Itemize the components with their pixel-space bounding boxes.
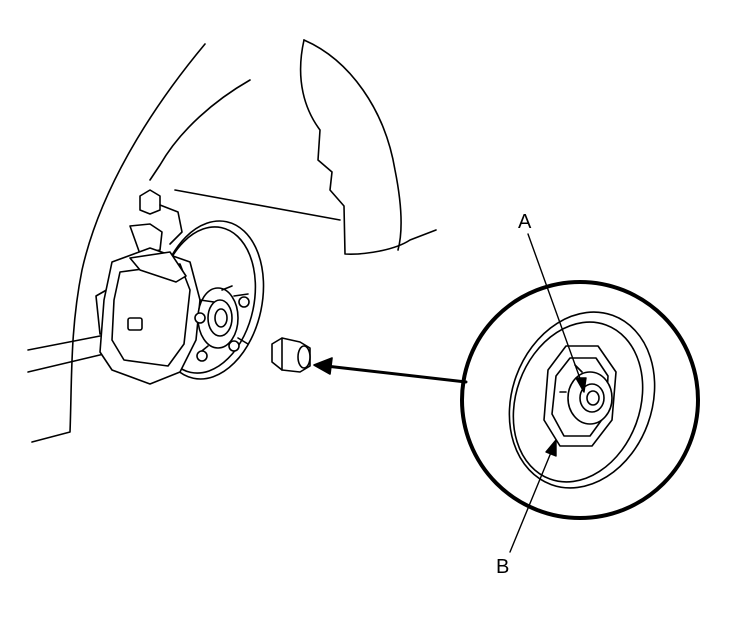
brake-caliper [99,247,201,385]
detail-circle [460,280,700,520]
callout-label-a: A [518,211,532,233]
callout-leaders [509,233,587,553]
callout-label-b: B [496,556,510,578]
spindle-nut [271,337,311,373]
wheel-hub [194,285,250,362]
arrow [313,357,468,384]
fender-outline [27,39,437,443]
